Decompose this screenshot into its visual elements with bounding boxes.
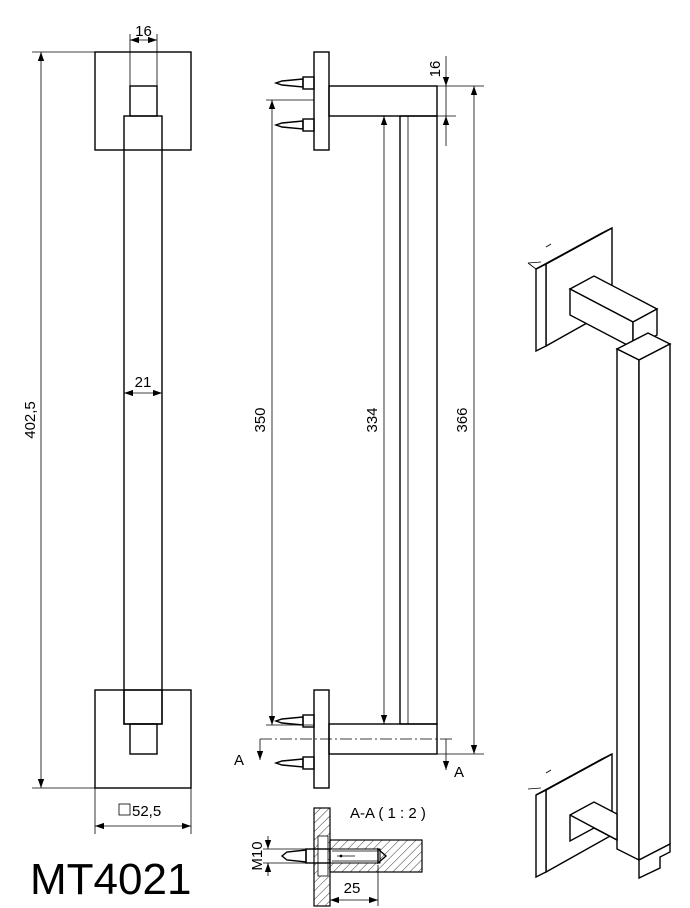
top-mounting-plate (94, 51, 192, 151)
side-top-plate (313, 51, 330, 151)
side-top-standoff (328, 85, 438, 117)
dim-overall-length-label: 402,5 (22, 401, 39, 439)
section-title: A-A ( 1 : 2 ) (350, 805, 426, 822)
dim-overall-length: 402,5 (22, 51, 95, 789)
handle-bar-front (123, 115, 163, 725)
dim-base-size-label: 52,5 (132, 803, 161, 820)
side-top-screws (273, 76, 315, 132)
front-view: 16 402,5 21 52,5 (22, 23, 192, 834)
top-standoff (129, 85, 158, 117)
side-view: A A 350 334 366 (234, 51, 484, 789)
section-marker-right: A (454, 764, 464, 781)
section-screw (280, 847, 388, 865)
dim-334: 334 (364, 115, 400, 725)
iso-top-standoff (568, 275, 659, 350)
dim-screw-depth: 25 (329, 865, 379, 906)
dim-334-label: 334 (364, 407, 381, 432)
dim-thread: M10 (249, 836, 306, 876)
dim-post-width: 16 (129, 23, 158, 52)
handle-bar-side (399, 115, 438, 725)
dim-screw-depth-label: 25 (344, 880, 361, 897)
dim-post-width-label: 16 (135, 23, 152, 40)
iso-handle-bar (615, 332, 672, 862)
dim-bar-width: 21 (124, 374, 162, 397)
dim-standoff-label: 16 (427, 61, 444, 78)
isometric-view (527, 226, 672, 880)
bottom-mounting-plate (94, 689, 192, 789)
dim-bar-width-label: 21 (135, 374, 152, 391)
iso-bottom-standoff (569, 801, 671, 880)
dim-350: 350 (252, 99, 314, 726)
section-marker-left: A (234, 752, 244, 769)
dim-thread-label: M10 (249, 841, 266, 870)
section-line: A A (234, 738, 464, 781)
dim-366: 366 (437, 85, 484, 755)
bottom-standoff (129, 723, 158, 755)
dim-350-label: 350 (252, 407, 269, 432)
dim-base-size: 52,5 (94, 788, 192, 834)
section-view: A-A ( 1 : 2 ) M10 25 (249, 805, 426, 907)
dim-standoff: 16 (427, 56, 456, 146)
model-code: MT4021 (30, 855, 192, 904)
dim-366-label: 366 (454, 407, 471, 432)
side-bottom-screws (273, 714, 315, 770)
